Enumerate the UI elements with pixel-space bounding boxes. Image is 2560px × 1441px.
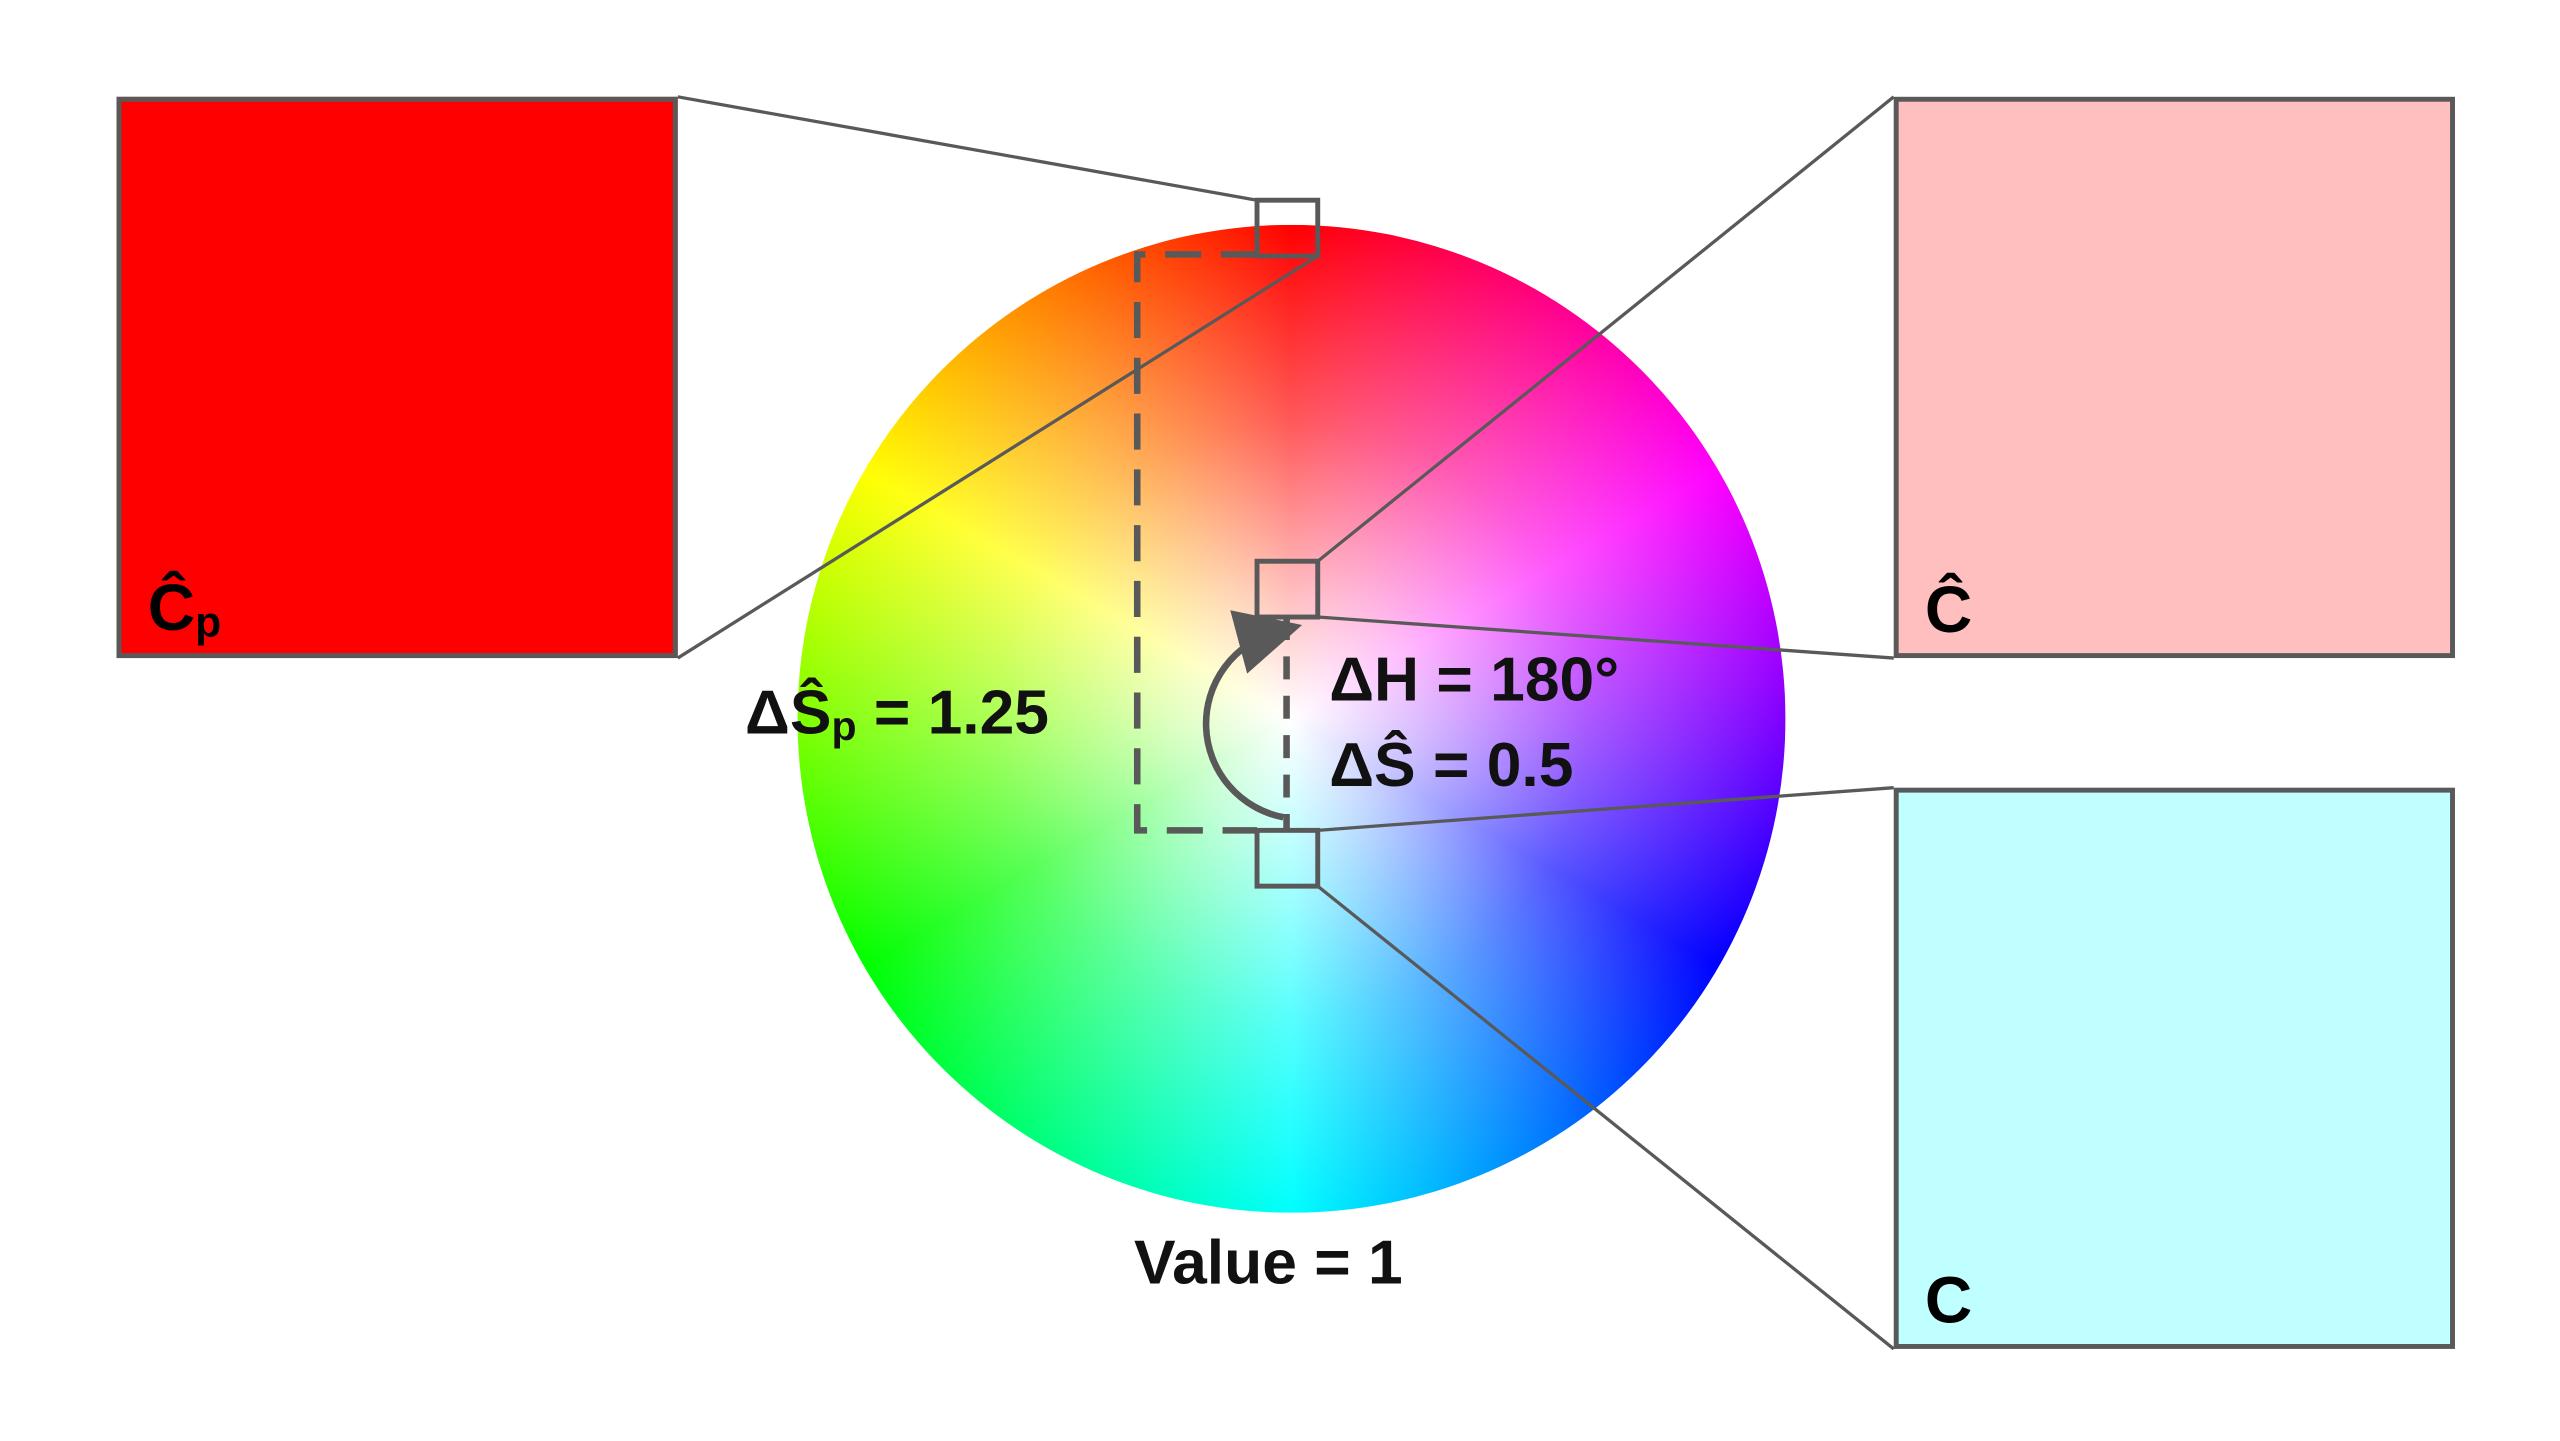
leader-line-chat-top — [1316, 95, 1895, 563]
swatch-c-hat-p-label-main: Ĉ — [147, 572, 196, 645]
sample-marker-c — [1254, 827, 1321, 889]
sample-marker-c-hat — [1254, 558, 1321, 620]
swatch-c-hat-label: Ĉ — [1924, 574, 1973, 647]
sample-marker-c-hat-p — [1254, 197, 1321, 259]
delta-s-p-label: ΔŜp = 1.25 — [745, 683, 1049, 749]
swatch-c: C — [1893, 787, 2455, 1349]
color-wheel — [797, 224, 1786, 1213]
delta-s-p-label-suffix: = 1.25 — [856, 679, 1049, 749]
delta-s-label: ΔŜ = 0.5 — [1329, 731, 1574, 801]
swatch-c-label: C — [1924, 1265, 1973, 1338]
swatch-c-hat-p: Ĉp — [116, 96, 678, 659]
swatch-c-hat-p-label-sub: p — [195, 597, 222, 647]
leader-line-chat-bottom — [1317, 615, 1894, 660]
hue-rotation-arrow — [1202, 610, 1303, 821]
value-label: Value = 1 — [1133, 1229, 1403, 1299]
leader-line-c-bottom — [1316, 884, 1895, 1351]
leader-line-c-top — [1317, 786, 1894, 832]
leader-line-cp-top — [677, 95, 1258, 202]
delta-s-p-label-sub: p — [831, 703, 857, 750]
delta-s-p-label-prefix: ΔŜ — [745, 679, 832, 749]
delta-h-label: ΔH = 180° — [1329, 646, 1620, 716]
swatch-c-hat-p-label: Ĉp — [148, 576, 221, 643]
swatch-c-hat: Ĉ — [1893, 96, 2455, 659]
delta-s-p-bracket — [1133, 251, 1258, 834]
leader-line-cp-bottom — [676, 254, 1319, 660]
